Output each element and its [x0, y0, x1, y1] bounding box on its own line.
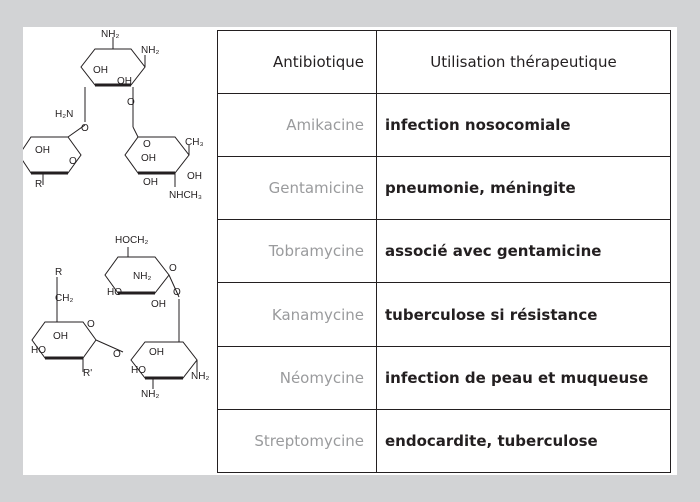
aminoglycoside-structures-svg: NH₂ NH₂ OH OH O H₂N O OH O R OH O CH₃ OH… [23, 29, 209, 400]
label-ch3: CH₃ [185, 137, 204, 148]
label-oh-9: OH [149, 347, 164, 358]
label-o-3: O [69, 156, 77, 167]
label-o-8: O [113, 349, 121, 360]
label-nh2-right: NH₂ [141, 45, 159, 56]
chemical-structures: NH₂ NH₂ OH OH O H₂N O OH O R OH O CH₃ OH… [23, 27, 217, 475]
therapeutic-use: tuberculose si résistance [376, 282, 671, 347]
therapeutic-use: endocardite, tuberculose [376, 408, 671, 474]
header-usage: Utilisation thérapeutique [376, 30, 671, 94]
label-oh-8: OH [53, 331, 68, 342]
label-oh-1: OH [93, 65, 108, 76]
label-oh-4: OH [141, 153, 156, 164]
label-ch2: CH₂ [55, 293, 73, 304]
label-nh2-bottom-right: NH₂ [191, 371, 209, 382]
label-oh-2: OH [117, 76, 132, 87]
table-row: Gentamicine pneumonie, méningite [217, 156, 671, 221]
table-row: Amikacine infection nosocomiale [217, 92, 671, 158]
label-oh-6: OH [187, 171, 202, 182]
label-oh-7: OH [151, 299, 166, 310]
label-hoch2: HOCH₂ [115, 235, 148, 246]
table-row: Néomycine infection de peau et muqueuse [217, 345, 671, 410]
antibiotic-name: Tobramycine [217, 219, 377, 284]
label-o-4: O [143, 139, 151, 150]
label-ho-3: HO [131, 365, 146, 376]
figure-panel: NH₂ NH₂ OH OH O H₂N O OH O R OH O CH₃ OH… [23, 27, 677, 475]
table-row: Streptomycine endocardite, tuberculose [217, 408, 671, 474]
label-ho-1: HO [107, 287, 122, 298]
label-oh-3: OH [35, 145, 50, 156]
label-nh2-bottom: NH₂ [141, 389, 159, 400]
antibiotic-name: Néomycine [217, 345, 377, 410]
header-antibiotic: Antibiotique [217, 30, 377, 94]
therapeutic-use: pneumonie, méningite [376, 156, 671, 221]
antibiotic-name: Gentamicine [217, 156, 377, 221]
label-o-6: O [173, 287, 181, 298]
antibiotic-name: Amikacine [217, 92, 377, 158]
label-r: R [35, 179, 42, 190]
antibiotic-table: Antibiotique Utilisation thérapeutique A… [217, 30, 671, 474]
table-row: Kanamycine tuberculose si résistance [217, 282, 671, 347]
label-h2n: H₂N [55, 109, 73, 120]
label-ho-2: HO [31, 345, 46, 356]
label-r-bottom: R [55, 267, 62, 278]
label-nhch3: NHCH₃ [169, 190, 202, 201]
label-o-2: O [81, 123, 89, 134]
antibiotic-name: Streptomycine [217, 408, 377, 474]
therapeutic-use: infection nosocomiale [376, 92, 671, 158]
label-o-1: O [127, 97, 135, 108]
label-nh2-mid: NH₂ [133, 271, 151, 282]
table-row: Tobramycine associé avec gentamicine [217, 219, 671, 284]
antibiotic-table-container: Antibiotique Utilisation thérapeutique A… [217, 30, 671, 474]
label-nh2-top: NH₂ [101, 29, 119, 40]
label-o-5: O [169, 263, 177, 274]
label-oh-5: OH [143, 177, 158, 188]
therapeutic-use: infection de peau et muqueuse [376, 345, 671, 410]
therapeutic-use: associé avec gentamicine [376, 219, 671, 284]
antibiotic-name: Kanamycine [217, 282, 377, 347]
label-o-7: O [87, 319, 95, 330]
table-header-row: Antibiotique Utilisation thérapeutique [217, 30, 671, 94]
label-r-prime: R' [83, 368, 92, 379]
